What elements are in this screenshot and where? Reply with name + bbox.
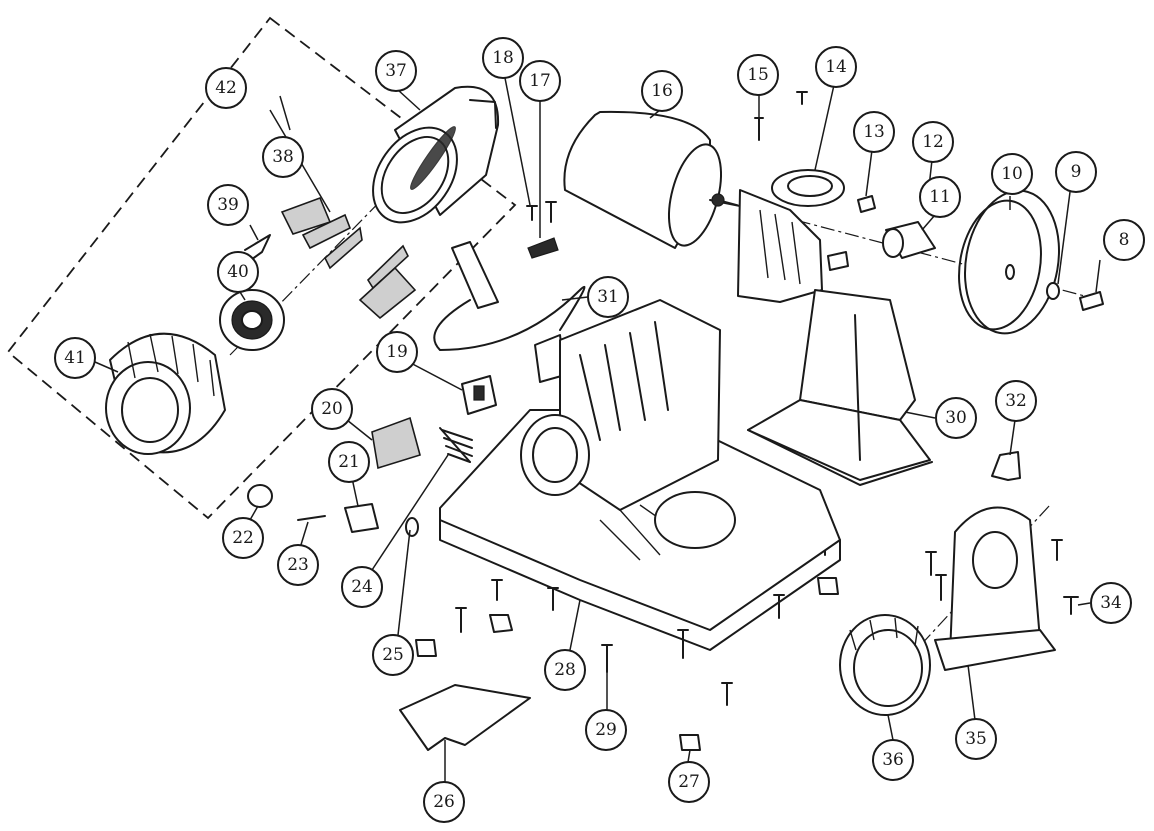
callout-20-label: 20 (321, 399, 343, 419)
callout-11-label: 11 (929, 187, 951, 207)
callout-28-label: 28 (554, 660, 576, 680)
callout-24-label: 24 (351, 577, 373, 597)
callout-25: 25 (372, 634, 414, 676)
part-31-power-cable (433, 241, 586, 383)
callout-8: 8 (1103, 219, 1145, 261)
part-41-knurled-knob (105, 332, 226, 455)
part-10-disc (958, 189, 1060, 335)
callout-21-label: 21 (338, 452, 360, 472)
callout-26-label: 26 (433, 792, 455, 812)
callout-36-label: 36 (882, 750, 904, 770)
callout-22-label: 22 (232, 528, 254, 548)
callout-18-label: 18 (492, 48, 514, 68)
part-16-motor (563, 110, 761, 249)
callout-13: 13 (853, 111, 895, 153)
part-32-bracket (991, 451, 1021, 481)
part-28-main-base (439, 299, 841, 651)
callout-16: 16 (641, 70, 683, 112)
callout-38-label: 38 (272, 147, 294, 167)
callout-40: 40 (217, 251, 259, 293)
callout-29: 29 (585, 709, 627, 751)
callout-18: 18 (482, 37, 524, 79)
part-36-ring-nut (839, 614, 931, 716)
callout-21: 21 (328, 441, 370, 483)
callout-16-label: 16 (651, 81, 673, 101)
callout-17: 17 (519, 60, 561, 102)
callout-37-label: 37 (385, 61, 407, 81)
callout-27-label: 27 (678, 772, 700, 792)
callout-34-label: 34 (1100, 593, 1122, 613)
callout-26: 26 (423, 781, 465, 823)
callout-15-label: 15 (747, 65, 769, 85)
callout-40-label: 40 (227, 262, 249, 282)
callout-39: 39 (207, 184, 249, 226)
callout-9: 9 (1055, 151, 1097, 193)
part-37-gear-housing (372, 85, 500, 224)
callout-41-label: 41 (64, 348, 86, 368)
callout-37: 37 (375, 50, 417, 92)
screws (415, 91, 1104, 751)
callout-32-label: 32 (1005, 391, 1027, 411)
callout-30: 30 (935, 397, 977, 439)
callout-31: 31 (587, 276, 629, 318)
part-38-blades (280, 196, 417, 320)
callout-19-label: 19 (386, 342, 408, 362)
callout-23-label: 23 (287, 555, 309, 575)
callout-42: 42 (205, 67, 247, 109)
part-20-plate (371, 416, 421, 470)
callout-32: 32 (995, 380, 1037, 422)
callout-31-label: 31 (597, 287, 619, 307)
callout-35: 35 (955, 718, 997, 760)
callout-39-label: 39 (217, 195, 239, 215)
callout-15: 15 (737, 54, 779, 96)
callout-10-label: 10 (1001, 164, 1023, 184)
callout-25-label: 25 (382, 645, 404, 665)
callout-12: 12 (912, 121, 954, 163)
callout-34: 34 (1090, 582, 1132, 624)
part-19-switch (461, 375, 497, 415)
callout-19: 19 (376, 331, 418, 373)
callout-20: 20 (311, 388, 353, 430)
callout-14-label: 14 (825, 57, 847, 77)
part-14-motor-bracket (737, 169, 845, 303)
callout-9-label: 9 (1071, 162, 1082, 182)
part-40-bearing-ring (219, 289, 285, 351)
callout-35-label: 35 (965, 729, 987, 749)
callout-29-label: 29 (595, 720, 617, 740)
callout-17-label: 17 (529, 71, 551, 91)
callout-30-label: 30 (945, 408, 967, 428)
callout-27: 27 (668, 761, 710, 803)
callout-22: 22 (222, 517, 264, 559)
callout-8-label: 8 (1119, 230, 1130, 250)
small-parts (247, 484, 419, 537)
callout-11: 11 (919, 176, 961, 218)
callout-13-label: 13 (863, 122, 885, 142)
callout-41: 41 (54, 337, 96, 379)
callout-28: 28 (544, 649, 586, 691)
part-30-cover (747, 289, 933, 486)
callout-24: 24 (341, 566, 383, 608)
callout-36: 36 (872, 739, 914, 781)
part-24-spring (439, 427, 473, 463)
part-9-washer (1046, 282, 1060, 300)
callout-10: 10 (991, 153, 1033, 195)
leader-lines (94, 77, 1101, 782)
callout-23: 23 (277, 544, 319, 586)
part-26-base-plate (399, 684, 531, 751)
part-35-upright-mount (934, 506, 1056, 671)
part-39-clip (244, 234, 271, 263)
subassembly-42-outline (6, 16, 517, 520)
callout-38: 38 (262, 136, 304, 178)
callout-42-label: 42 (215, 78, 237, 98)
callout-14: 14 (815, 46, 857, 88)
callout-12-label: 12 (922, 132, 944, 152)
part-11-coupling (882, 221, 936, 259)
